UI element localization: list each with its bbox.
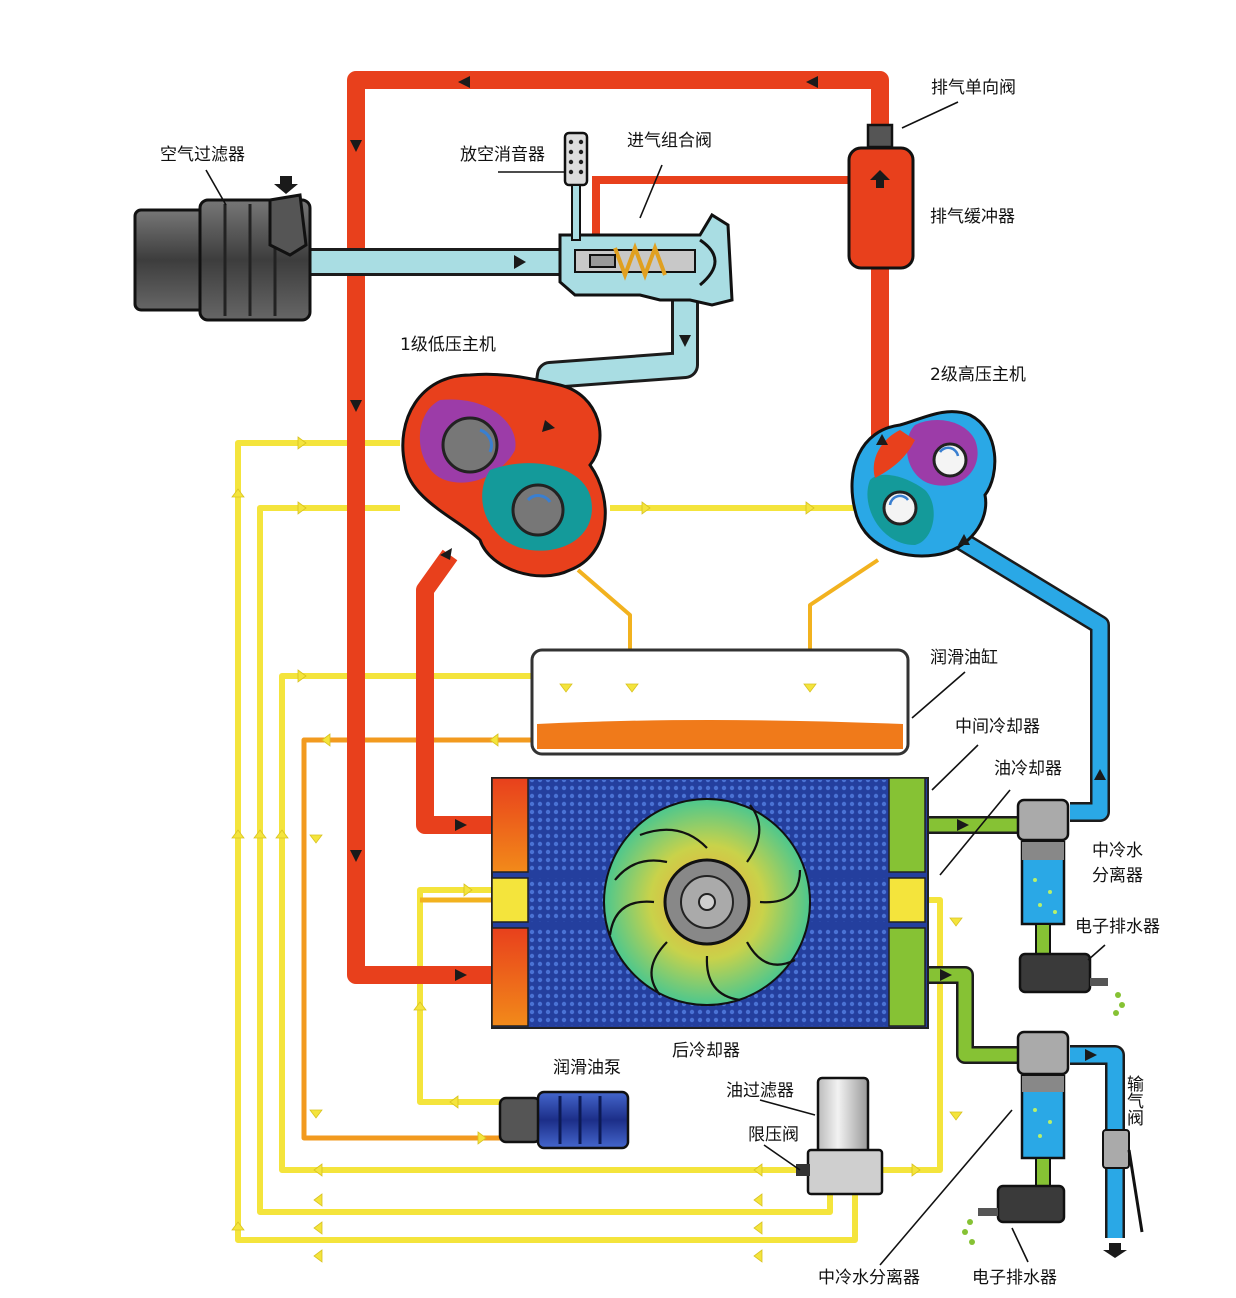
- arrow-left-icon: [806, 76, 818, 88]
- output-arrow-icon: [1103, 1243, 1127, 1258]
- arrow-left-icon: [458, 76, 470, 88]
- label-pressure-limit-valve: 限压阀: [748, 1125, 799, 1145]
- arrow-right-icon: [514, 255, 526, 269]
- arrow-right-icon: [940, 969, 952, 981]
- label-inter-water-separator-1: 中冷水: [1092, 841, 1143, 861]
- arrow-right-icon: [455, 969, 467, 981]
- arrow-right-icon: [1085, 1049, 1097, 1061]
- arrow-right-icon: [957, 819, 969, 831]
- stage2-compressor: [850, 410, 997, 558]
- vent-muffler: [563, 131, 589, 241]
- label-electronic-drain-2: 电子排水器: [972, 1268, 1057, 1288]
- lube-pump: [498, 1090, 630, 1150]
- arrow-up-icon: [958, 534, 970, 545]
- water-separator-bottom: [962, 1030, 1070, 1245]
- label-oil-filter: 油过滤器: [726, 1081, 794, 1101]
- intake-valve: [558, 212, 734, 307]
- label-output-valve: 输气阀: [1123, 1075, 1144, 1127]
- component-labels: 空气过滤器 放空消音器 进气组合阀 排气单向阀 排气缓冲器 1级低压主机 2级高…: [160, 78, 1160, 1288]
- arrow-down-icon: [679, 335, 691, 347]
- label-oil-cooler: 油冷却器: [994, 759, 1062, 779]
- discharge-buffer: [847, 123, 915, 270]
- label-electronic-drain-1: 电子排水器: [1075, 917, 1160, 937]
- arrow-down-icon: [542, 420, 555, 432]
- arrow-down-icon: [440, 548, 452, 560]
- up-arrow-icon: [870, 170, 890, 188]
- arrow-up-icon: [876, 434, 888, 445]
- leader-lines: [205, 101, 1106, 1266]
- output-valve: [1102, 1129, 1144, 1258]
- label-aftercooler: 后冷却器: [672, 1041, 740, 1061]
- label-discharge-buffer: 排气缓冲器: [930, 207, 1015, 227]
- arrow-down-icon: [350, 400, 362, 412]
- stage1-compressor: [401, 372, 607, 578]
- label-intake-valve: 进气组合阀: [627, 131, 712, 151]
- label-inter-water-separator-bottom: 中冷水分离器: [818, 1268, 920, 1288]
- label-air-filter: 空气过滤器: [160, 145, 245, 165]
- oil-flow-arrows: [231, 436, 963, 1263]
- label-intercooler: 中间冷却器: [955, 717, 1040, 737]
- label-inter-water-separator-2: 分离器: [1092, 866, 1143, 886]
- air-filter: [133, 176, 312, 322]
- label-discharge-check-valve: 排气单向阀: [931, 78, 1016, 98]
- air-inlet-arrow-icon: [274, 176, 298, 194]
- label-stage1-compressor: 1级低压主机: [400, 335, 496, 355]
- label-lube-pump: 润滑油泵: [553, 1058, 621, 1078]
- lube-tank: [530, 648, 910, 756]
- arrow-down-icon: [350, 140, 362, 152]
- water-separator-top: [1016, 798, 1125, 1016]
- oil-filter: [796, 1076, 884, 1196]
- cooling-fan: [603, 798, 811, 1006]
- label-lube-tank: 润滑油缸: [930, 647, 998, 668]
- label-stage2-compressor: 2级高压主机: [930, 365, 1026, 385]
- arrow-right-icon: [455, 819, 467, 831]
- arrow-down-icon: [350, 850, 362, 862]
- flow-arrows: [350, 76, 1106, 1061]
- arrow-up-icon: [1094, 769, 1106, 780]
- label-vent-muffler: 放空消音器: [460, 145, 545, 165]
